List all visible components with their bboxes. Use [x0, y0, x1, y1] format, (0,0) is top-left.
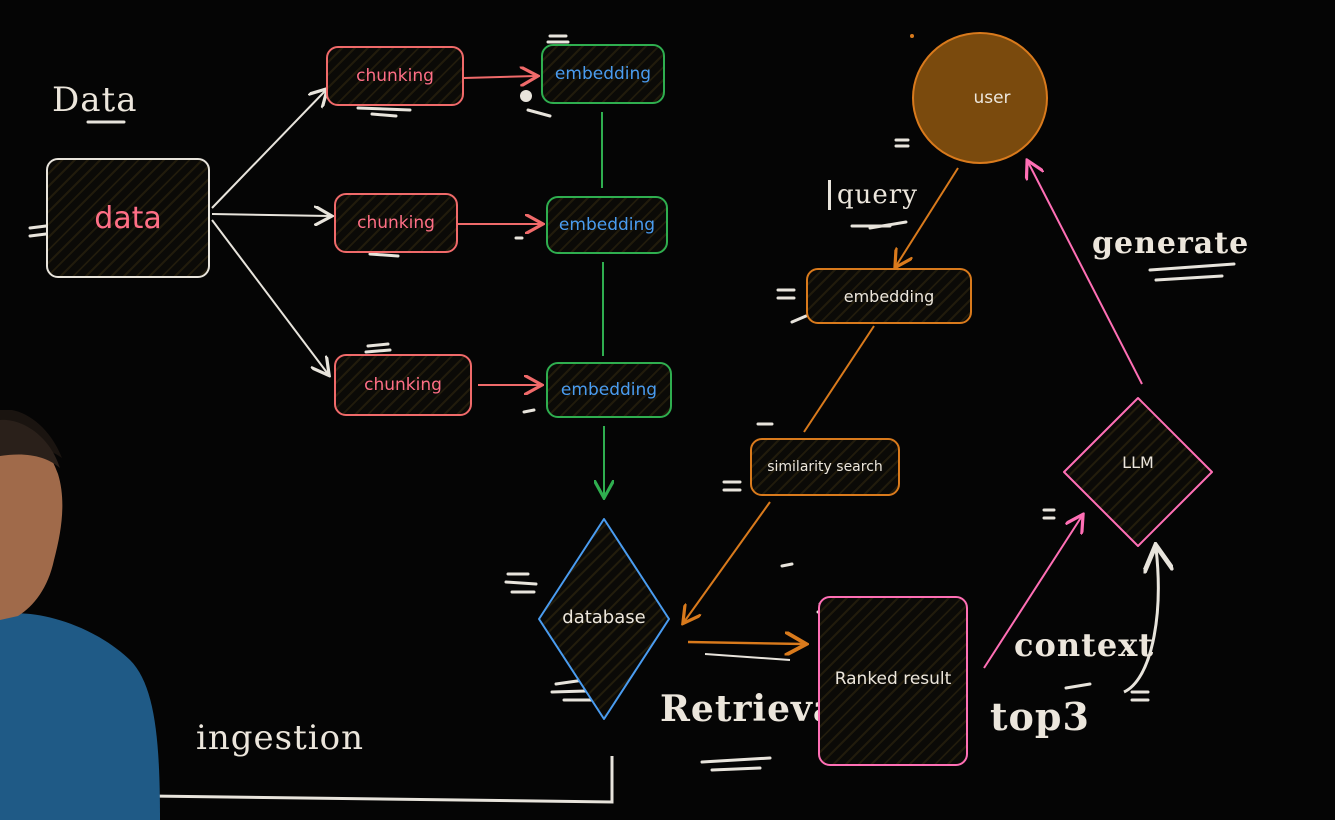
database-label: database: [562, 606, 646, 628]
embedding-node-1[interactable]: embedding: [541, 44, 665, 104]
similarity-search-label: similarity search: [767, 459, 883, 475]
arrow-data-chunk-2: [211, 214, 330, 216]
arrow-data-chunk-3: [211, 219, 328, 374]
embedding-node-2-label: embedding: [558, 215, 656, 235]
arrow-user-embedding: [896, 167, 959, 266]
line-embedding-similarity: [803, 325, 875, 433]
embedding-node-2[interactable]: embedding: [546, 196, 668, 254]
embedding-node-3-label: embedding: [560, 380, 658, 400]
llm-node[interactable]: LLM: [1060, 394, 1216, 550]
chunking-node-2-label: chunking: [357, 213, 435, 233]
data-node[interactable]: data: [46, 158, 210, 278]
top3-annotation: top3: [990, 694, 1090, 739]
chunking-node-3[interactable]: chunking: [334, 354, 472, 416]
embedding-node-3[interactable]: embedding: [546, 362, 672, 418]
arrow-ranked-llm: [983, 516, 1082, 669]
chunking-node-2[interactable]: chunking: [334, 193, 458, 253]
query-annotation: query: [828, 180, 918, 210]
llm-diamond-shape: [1063, 397, 1213, 547]
data-heading-annotation: Data: [52, 80, 138, 120]
chunking-node-1[interactable]: chunking: [326, 46, 464, 106]
underline-database-ranked: [704, 653, 791, 661]
arrow-data-chunk-1: [211, 90, 326, 209]
chunking-node-3-label: chunking: [364, 375, 442, 395]
arrow-chunk-embed-1: [463, 76, 536, 78]
similarity-search-node[interactable]: similarity search: [750, 438, 900, 496]
generate-annotation: generate: [1092, 226, 1250, 261]
query-embedding-label: embedding: [843, 286, 935, 306]
embedding-node-1-label: embedding: [554, 64, 652, 84]
data-node-label: data: [94, 200, 162, 236]
arrow-context-llm: [1123, 548, 1158, 694]
arrow-llm-user: [1028, 162, 1143, 385]
chunking-node-1-label: chunking: [356, 66, 434, 86]
presenter-figure: [0, 410, 160, 820]
scribble-dot: [520, 90, 532, 102]
database-node[interactable]: database: [536, 516, 672, 722]
query-embedding-node[interactable]: embedding: [806, 268, 972, 324]
ranked-result-node[interactable]: Ranked result: [818, 596, 968, 766]
context-annotation: context: [1014, 626, 1155, 664]
user-label: user: [973, 88, 1011, 108]
presenter-webcam-overlay: [0, 410, 160, 820]
user-node[interactable]: user: [912, 32, 1048, 164]
llm-label: LLM: [1122, 452, 1154, 472]
arrow-database-ranked: [687, 642, 804, 644]
ingestion-bracket: [149, 756, 614, 804]
ingestion-annotation: ingestion: [196, 718, 365, 758]
arrow-similarity-database: [684, 501, 771, 622]
database-diamond-shape: [538, 518, 670, 720]
scribble-dot-orange: [910, 34, 914, 38]
ranked-result-label: Ranked result: [834, 669, 952, 689]
